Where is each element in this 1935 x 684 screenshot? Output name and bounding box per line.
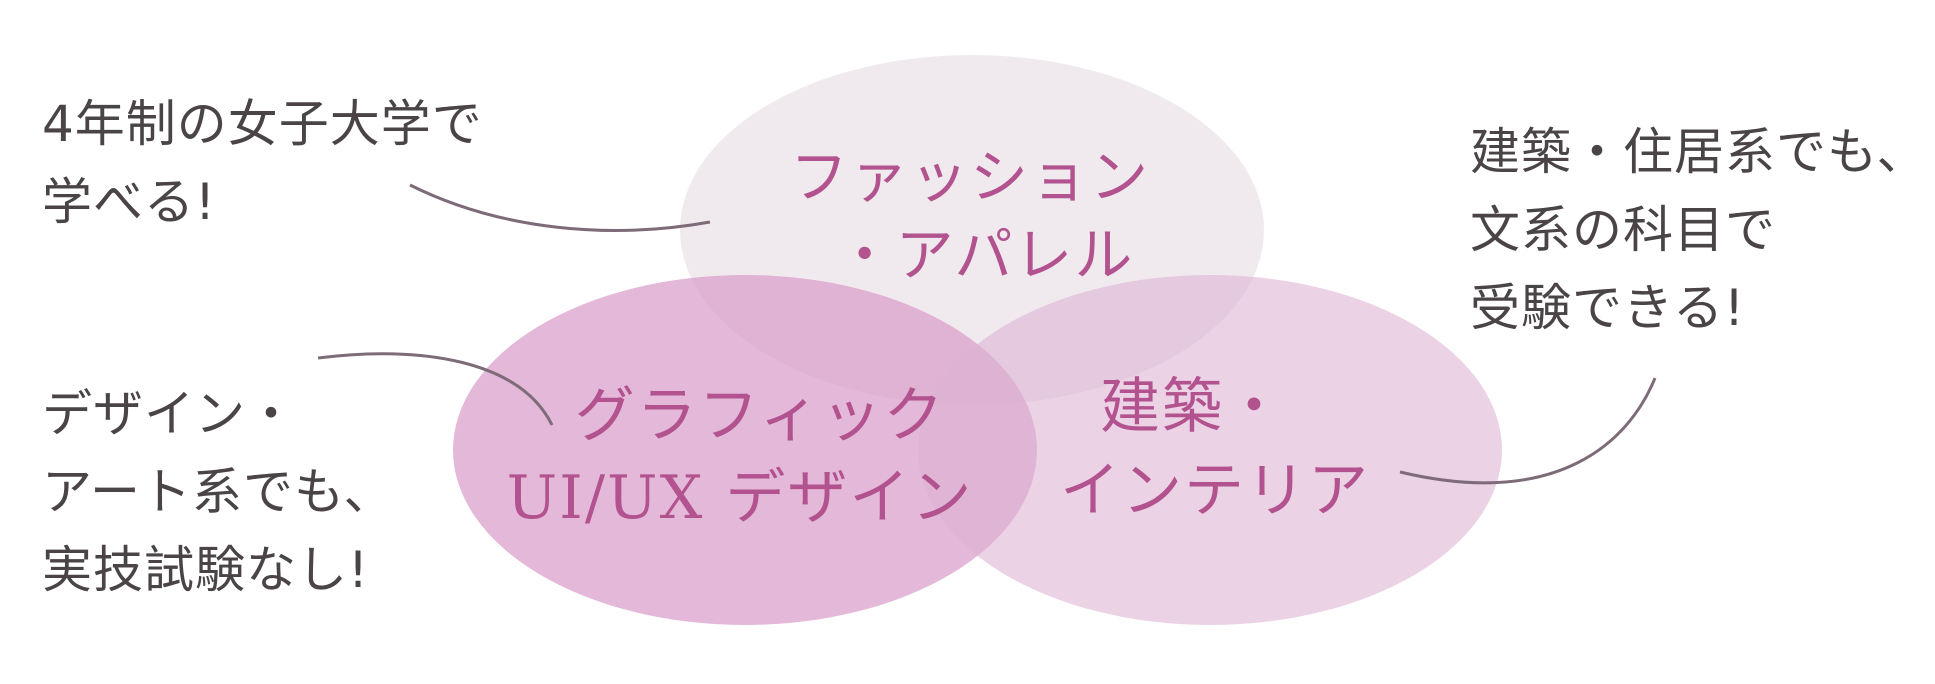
- callout-humanities-subjects-line-2: 文系の科目で: [1470, 201, 1776, 259]
- connector-no-practical-exam: [317, 352, 554, 426]
- callout-no-practical-exam-line-2: アート系でも、: [42, 463, 395, 521]
- interior-label-line-1: 建築・: [1100, 372, 1286, 442]
- callout-humanities-subjects: 建築・住居系でも、 文系の科目で 受験できる!: [1470, 113, 1928, 347]
- callout-womens-university-line-2: 学べる!: [42, 173, 217, 231]
- graphic-circle: [453, 275, 1037, 625]
- callout-no-practical-exam: デザイン・ アート系でも、 実技試験なし!: [42, 375, 395, 609]
- interior-label-line-2: インテリア: [1060, 456, 1370, 526]
- callout-humanities-subjects-line-3: 受験できる!: [1470, 279, 1746, 337]
- graphic-label: グラフィック UI/UX デザイン: [490, 375, 990, 539]
- interior-label: 建築・ インテリア: [1060, 365, 1370, 533]
- interior-circle: [918, 275, 1502, 625]
- fashion-label-line-2: ・アパレル: [835, 221, 1135, 289]
- callout-humanities-subjects-line-1: 建築・住居系でも、: [1470, 123, 1928, 181]
- callout-womens-university-line-1: 4年制の女子大学で: [42, 95, 483, 153]
- connector-humanities-subjects: [1399, 377, 1657, 485]
- callout-no-practical-exam-line-1: デザイン・: [42, 385, 297, 443]
- connector-womens-university: [409, 183, 711, 232]
- fashion-label: ファッション ・アパレル: [790, 138, 1150, 294]
- callout-womens-university: 4年制の女子大学で 学べる!: [42, 85, 483, 241]
- callout-no-practical-exam-line-3: 実技試験なし!: [42, 541, 370, 599]
- graphic-label-line-2: UI/UX デザイン: [506, 463, 974, 533]
- fashion-label-line-1: ファッション: [790, 143, 1151, 211]
- graphic-label-line-1: グラフィック: [574, 381, 946, 451]
